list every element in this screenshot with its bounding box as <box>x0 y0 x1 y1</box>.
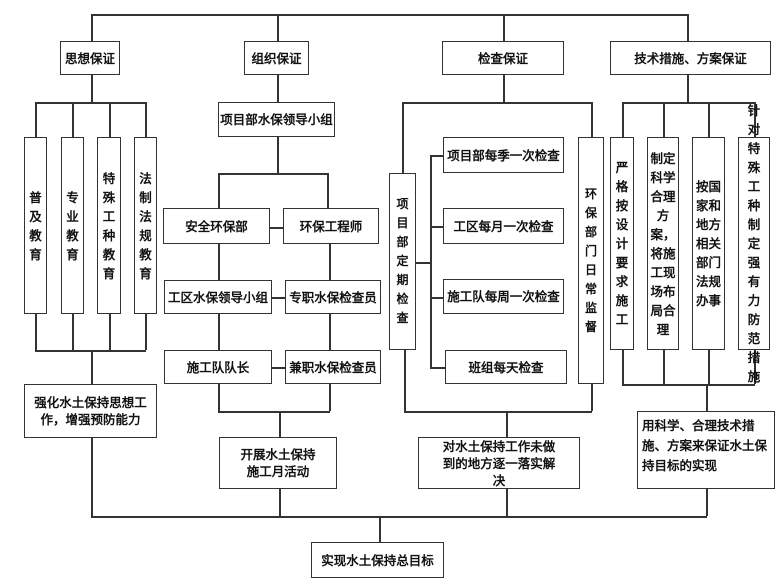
connector <box>91 516 707 518</box>
overall-goal-box: 实现水土保持总目标 <box>311 542 444 578</box>
connector <box>754 102 756 137</box>
connector <box>622 350 624 384</box>
education-box: 法制法规教育 <box>134 137 157 314</box>
connector <box>272 297 285 299</box>
connector <box>622 384 755 386</box>
connector <box>109 102 111 137</box>
connector <box>35 102 146 104</box>
org-box: 兼职水保检查员 <box>285 350 381 384</box>
connector <box>663 350 665 384</box>
thought-result-box: 强化水土保持思想工作，增强预防能力 <box>24 384 157 438</box>
connector <box>145 314 147 350</box>
inspection-result-box: 对水土保持工作未做到的地方逐一落实解决 <box>418 437 580 489</box>
connector <box>218 384 220 411</box>
education-box: 普及教育 <box>24 137 47 314</box>
connector <box>379 516 381 542</box>
connector <box>329 244 331 280</box>
connector <box>91 14 93 41</box>
connector <box>270 227 283 229</box>
org-box: 安全环保部 <box>163 208 270 244</box>
tech-measure-box: 制定科学合理方案，将施工现场布局合理 <box>647 137 679 350</box>
leader-group-box: 项目部水保领导小组 <box>218 102 335 137</box>
periodic-check-box: 项目部定期检查 <box>389 173 416 350</box>
connector <box>279 411 281 437</box>
org-box: 工区水保领导小组 <box>164 280 272 314</box>
connector <box>277 137 279 173</box>
check-box: 项目部每季一次检查 <box>443 137 564 173</box>
connector <box>404 411 592 413</box>
technical-guarantee-box: 技术措施、方案保证 <box>610 41 771 75</box>
connector <box>402 102 404 173</box>
connector <box>35 102 37 137</box>
connector <box>506 411 508 437</box>
connector <box>218 314 220 350</box>
connector <box>430 367 445 369</box>
connector <box>430 155 443 157</box>
thought-guarantee-box: 思想保证 <box>60 41 120 75</box>
connector <box>687 14 689 41</box>
org-result-box: 开展水土保持施工月活动 <box>219 437 337 489</box>
connector <box>687 75 689 102</box>
organization-guarantee-box: 组织保证 <box>244 41 309 75</box>
connector <box>91 75 93 102</box>
connector <box>754 350 756 384</box>
connector <box>91 14 687 16</box>
tech-result-box: 用科学、合理技术措施、方案来保证水土保持目标的实现 <box>637 411 775 489</box>
inspection-guarantee-box: 检查保证 <box>442 41 564 75</box>
connector <box>591 384 593 411</box>
education-box: 特殊工种教育 <box>97 137 121 314</box>
connector <box>663 102 665 137</box>
tech-measure-box: 严格按设计要求施工 <box>610 137 634 350</box>
connector <box>35 350 146 352</box>
connector <box>327 173 329 208</box>
daily-supervision-box: 环保部门日常监督 <box>578 137 604 384</box>
connector <box>91 438 93 516</box>
connector <box>91 350 93 384</box>
connector <box>430 226 443 228</box>
connector <box>404 350 406 411</box>
connector <box>329 314 331 350</box>
connector <box>622 102 624 137</box>
check-box: 工区每月一次检查 <box>443 208 564 244</box>
connector <box>706 489 708 516</box>
education-box: 专业教育 <box>61 137 84 314</box>
org-box: 环保工程师 <box>283 208 379 244</box>
connector <box>329 384 331 411</box>
check-box: 班组每天检查 <box>445 350 567 384</box>
connector <box>72 314 74 350</box>
check-box: 施工队每周一次检查 <box>443 279 564 314</box>
connector <box>416 262 430 264</box>
connector <box>218 244 220 280</box>
connector <box>109 314 111 350</box>
connector <box>591 102 593 137</box>
connector <box>72 102 74 137</box>
connector <box>503 75 505 102</box>
connector <box>506 489 508 516</box>
connector <box>218 173 220 208</box>
connector <box>277 75 279 102</box>
connector <box>218 173 328 175</box>
org-box: 施工队队长 <box>164 350 272 384</box>
connector <box>430 155 432 368</box>
connector <box>277 14 279 41</box>
connector <box>272 367 285 369</box>
connector <box>708 102 710 137</box>
connector <box>35 314 37 350</box>
connector <box>145 102 147 137</box>
connector <box>279 489 281 516</box>
tech-measure-box: 针对特殊工种制定强有力防范措施 <box>738 103 770 384</box>
connector <box>402 102 592 104</box>
connector <box>503 14 505 41</box>
tech-measure-box: 按国家和地方相关部门法规办事 <box>692 137 725 350</box>
connector <box>708 350 710 384</box>
connector <box>218 411 330 413</box>
org-box: 专职水保检查员 <box>285 280 381 314</box>
connector <box>622 102 755 104</box>
connector <box>430 297 443 299</box>
connector <box>706 384 708 411</box>
